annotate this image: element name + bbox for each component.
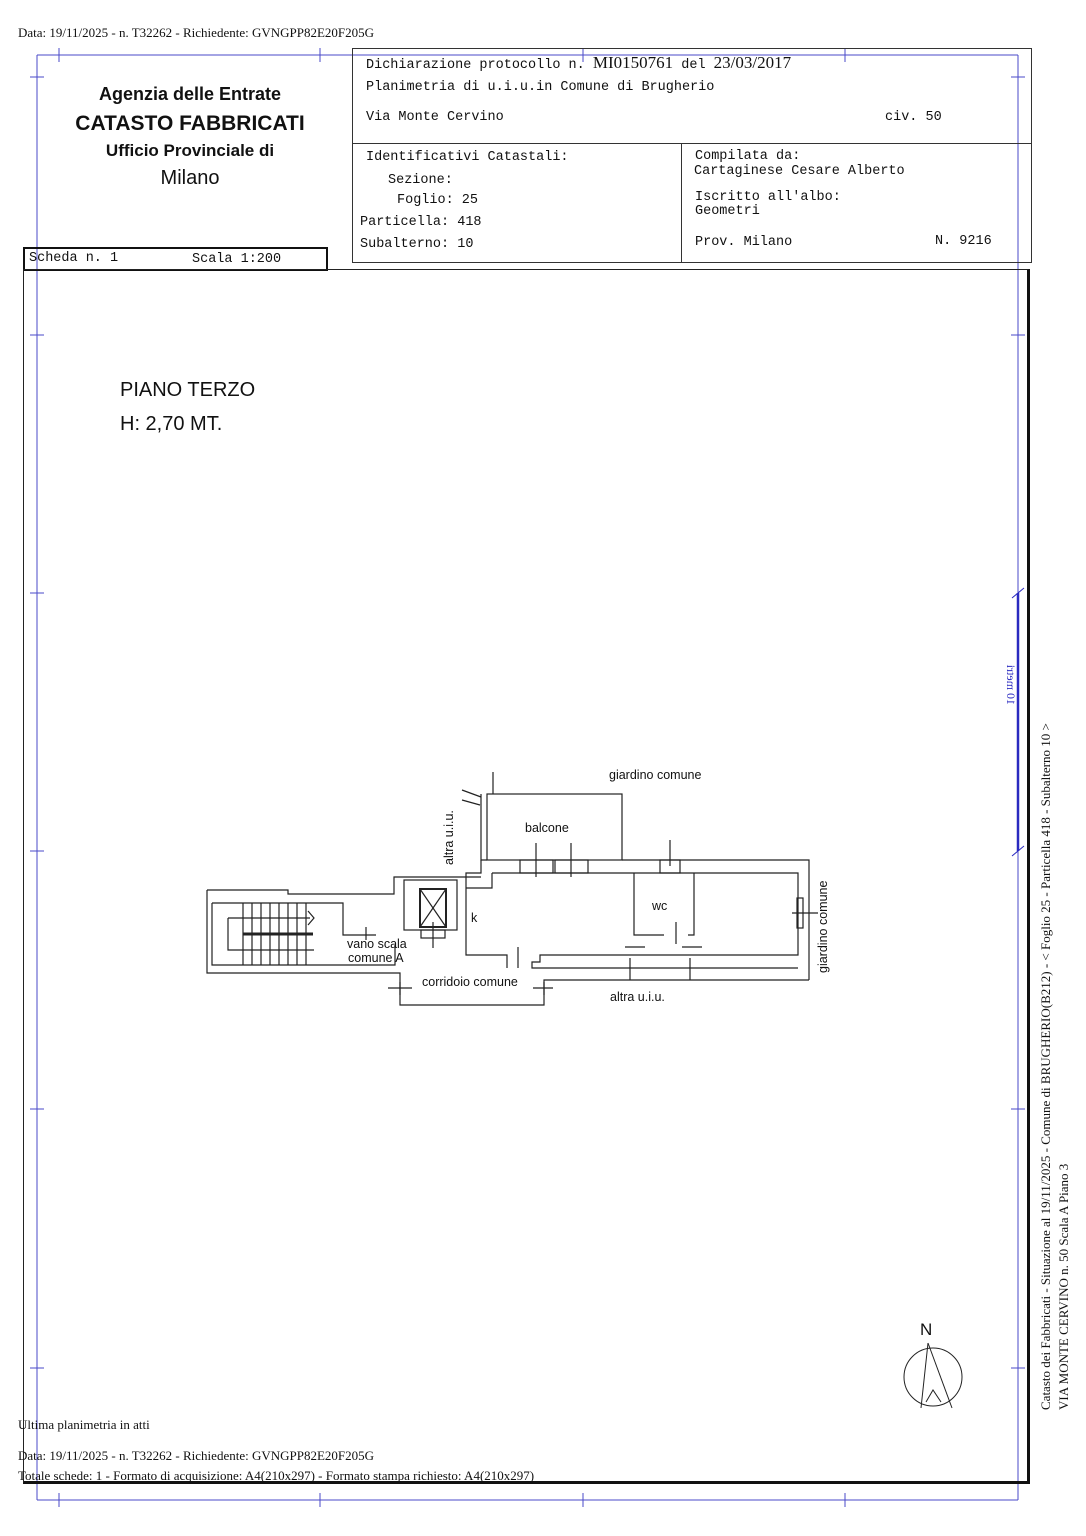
label-balcone: balcone <box>525 821 569 835</box>
label-corridoio: corridoio comune <box>422 975 518 989</box>
label-vano-scala: vano scala <box>347 937 407 951</box>
compilata-title: Compilata da: <box>695 149 801 164</box>
scheda-box <box>23 247 328 271</box>
north-arrow-icon <box>903 1342 963 1409</box>
sezione: Sezione: <box>388 173 453 188</box>
drawing-frame <box>23 269 1030 1484</box>
label-wc: wc <box>651 899 667 913</box>
ufficio-label: Ufficio Provinciale di <box>105 141 275 160</box>
label-giardino-top: giardino comune <box>609 768 701 782</box>
footer-request-info: Data: 19/11/2025 - n. T32262 - Richieden… <box>18 1448 375 1463</box>
albo-value: Geometri <box>695 204 760 219</box>
header-box <box>352 48 1032 263</box>
label-comune-a: comune A <box>348 951 404 965</box>
side-text-line2: VIA MONTE CERVINO n. 50 Scala A Piano 3 <box>1056 1163 1071 1410</box>
floor-height: H: 2,70 MT. <box>120 413 223 435</box>
request-info: Data: 19/11/2025 - n. T32262 - Richieden… <box>18 25 375 40</box>
address: Via Monte Cervino <box>366 110 504 125</box>
label-altra-uiu-left: altra u.i.u. <box>442 810 456 865</box>
civic-number: civ. 50 <box>885 110 942 125</box>
scale: Scala 1:200 <box>192 252 282 267</box>
scheda-number: Scheda n. 1 <box>29 251 119 266</box>
agency-name: Agenzia delle Entrate <box>98 84 282 104</box>
particella: Particella: 418 <box>360 215 482 230</box>
albo-label: Iscritto all'albo: <box>695 190 841 205</box>
albo-number: N. 9216 <box>935 234 992 249</box>
side-text-line1: Catasto dei Fabbricati - Situazione al 1… <box>1038 723 1053 1410</box>
dichiarazione-label: Dichiarazione protocollo n. <box>366 58 585 73</box>
identificativi-title: Identificativi Catastali: <box>366 150 569 165</box>
ultima-planimetria: Ultima planimetria in atti <box>18 1417 150 1432</box>
planimetria-line: Planimetria di u.i.u.in Comune di Brughe… <box>366 80 715 95</box>
compilata-name: Cartaginese Cesare Alberto <box>694 164 905 179</box>
foglio: Foglio: 25 <box>397 193 479 208</box>
header-column-divider <box>681 143 682 263</box>
label-kitchen: k <box>471 911 478 925</box>
catasto-title: CATASTO FABBRICATI <box>75 112 305 135</box>
ufficio-city: Milano <box>160 167 220 189</box>
floor-title: PIANO TERZO <box>120 379 256 401</box>
dichiarazione-line: Dichiarazione protocollo n. MI0150761 de… <box>366 53 791 73</box>
header-divider <box>352 143 1032 144</box>
del-label: del <box>681 58 706 73</box>
subalterno: Subalterno: 10 <box>360 237 474 252</box>
label-giardino-right: giardino comune <box>816 881 830 973</box>
provincia: Prov. Milano <box>695 235 793 250</box>
protocollo-date: 23/03/2017 <box>713 53 792 72</box>
protocollo-number: MI0150761 <box>592 53 674 72</box>
footer-format-info: Totale schede: 1 - Formato di acquisizio… <box>18 1468 535 1483</box>
north-label: N <box>920 1320 932 1339</box>
label-altra-uiu-bottom: altra u.i.u. <box>610 990 665 1004</box>
scale-bar <box>1011 587 1025 857</box>
